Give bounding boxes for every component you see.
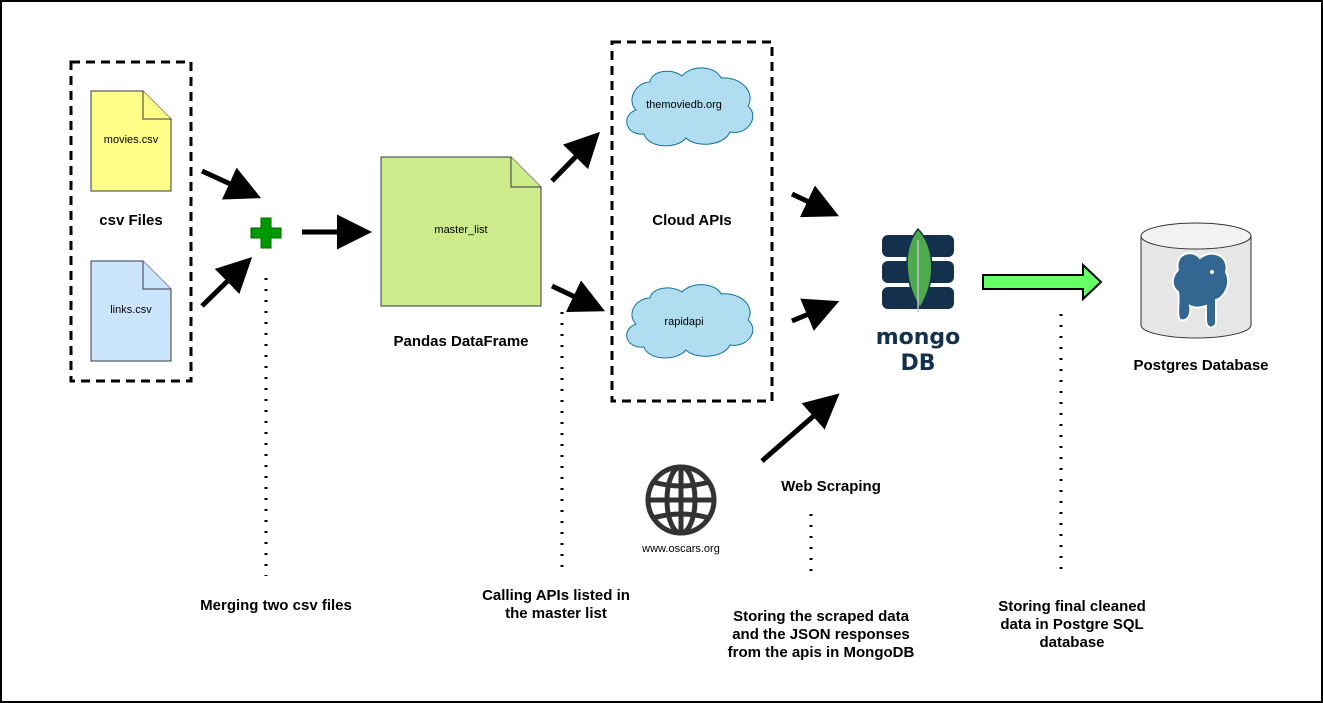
tmdb-cloud-label: themoviedb.org (646, 99, 722, 111)
links-csv-label: links.csv (110, 304, 152, 316)
arrow-movies-to-merge (200, 167, 262, 200)
merge-note: Merging two csv files (200, 597, 352, 614)
arrow-dataframe-to-rapidapi (550, 280, 606, 313)
pandas-dataframe-label: Pandas DataFrame (393, 333, 529, 350)
arrow-links-to-merge (200, 257, 253, 308)
rapidapi-cloud-icon (626, 284, 754, 359)
links-csv-file-icon (90, 260, 172, 362)
arrow-dataframe-to-tmdb (550, 131, 600, 183)
csv-files-group (69, 60, 193, 383)
web-scraping-label: Web Scraping (781, 478, 881, 495)
postgres-elephant-icon (1171, 252, 1230, 329)
storing-postgres-note: Storing final cleaned data in Postgre SQ… (998, 598, 1146, 651)
oscars-site-label: www.oscars.org (642, 543, 720, 555)
arrow-scraping-to-mongo (760, 393, 840, 463)
postgres-database-label: Postgres Database (1133, 357, 1269, 374)
globe-icon (645, 464, 717, 536)
master-list-file-icon (380, 156, 542, 307)
arrow-rapidapi-to-mongo (791, 298, 840, 331)
master-list-label: master_list (434, 224, 488, 236)
plus-icon (250, 217, 282, 249)
tmdb-cloud-icon (626, 67, 754, 147)
rapidapi-cloud-label: rapidapi (664, 316, 704, 328)
arrow-tmdb-to-mongo (790, 185, 840, 218)
cloud-apis-group (610, 40, 774, 403)
movies-csv-file-icon (90, 90, 172, 192)
cloud-apis-group-label: Cloud APIs (652, 212, 732, 229)
calling-apis-note: Calling APIs listed in the master list (482, 587, 630, 622)
movies-csv-label: movies.csv (103, 134, 159, 146)
storing-mongo-note: Storing the scraped data and the JSON re… (727, 608, 915, 661)
mongodb-leaf-icon (906, 227, 933, 312)
csv-files-group-label: csv Files (99, 212, 163, 229)
mongodb-logo-text: mongo DB (875, 325, 961, 377)
arrow-mongo-to-postgres (982, 262, 1103, 302)
